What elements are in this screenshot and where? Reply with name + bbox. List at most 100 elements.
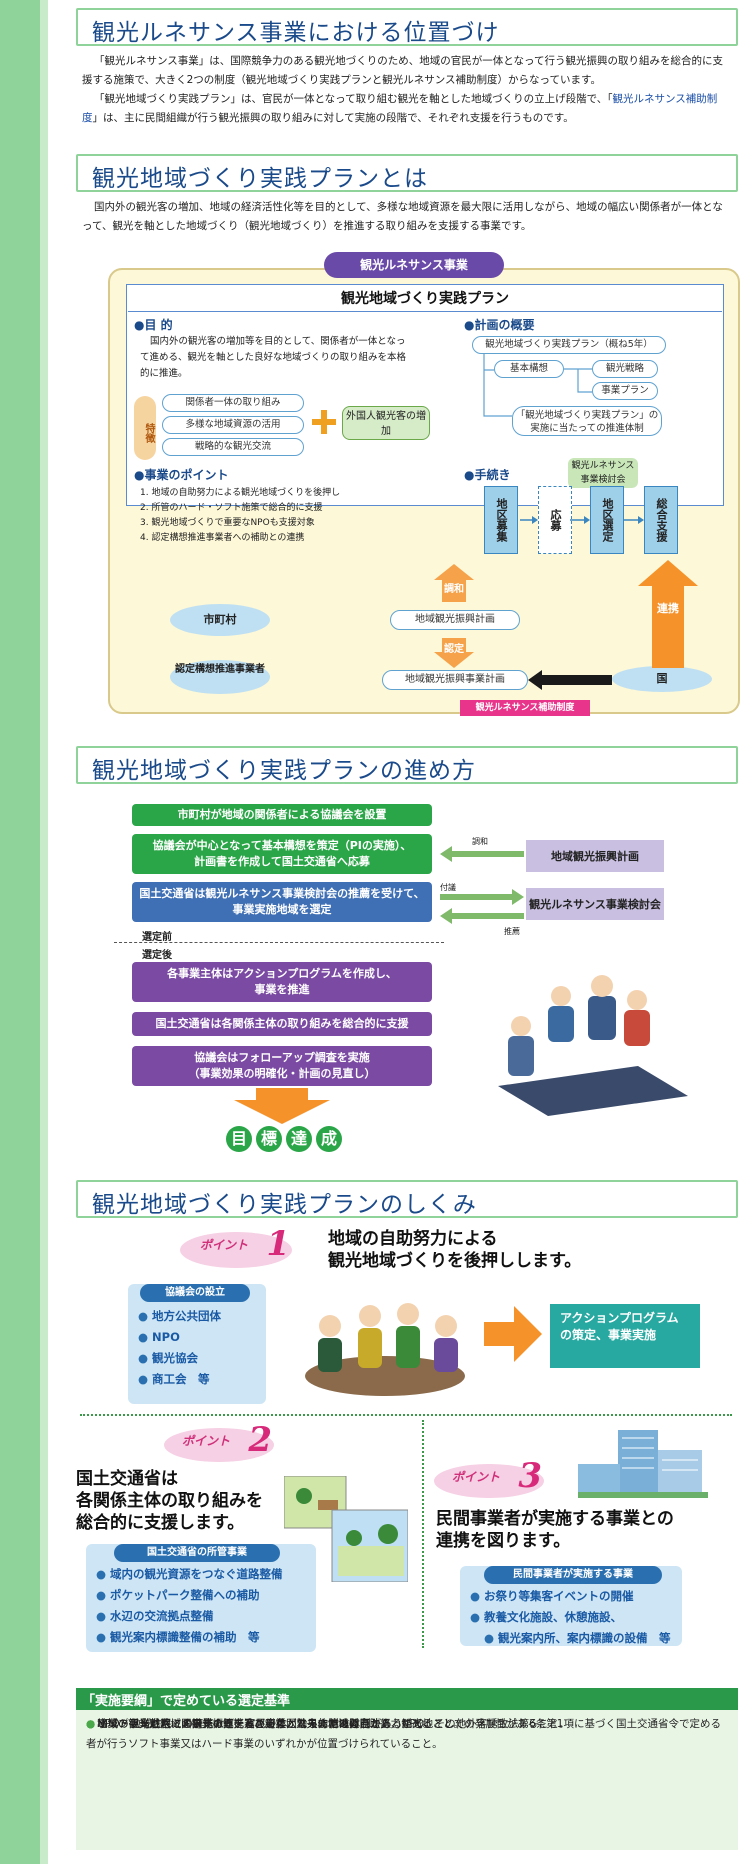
flow-step-2: 協議会が中心となって基本構想を策定（PIの実施）、計画書を作成して国土交通省へ応… <box>132 834 432 874</box>
flow-step-4: 各事業主体はアクションプログラムを作成し、事業を推進 <box>132 962 432 1002</box>
section2-paragraph: 国内外の観光客の増加、地域の経済活性化等を目的として、多様な地域資源を最大限に活… <box>82 201 723 232</box>
flow-step-1: 市町村が地域の関係者による協議会を設置 <box>132 804 432 826</box>
mlit-item: 水辺の交流拠点整備 <box>96 1606 283 1627</box>
after-selection: 選定後 <box>142 950 172 961</box>
meeting-illustration <box>498 975 688 1116</box>
outline-plan: 観光地域づくり実践プラン（概ね5年） <box>472 336 666 354</box>
private-item: 教養文化施設、休憩施設、 <box>470 1607 671 1628</box>
section-title-mechanism: 観光地域づくり実践プランのしくみ <box>76 1180 738 1218</box>
flow-step-3: 国土交通省は観光ルネサンス事業検討会の推薦を受けて、事業実施地域を選定 <box>132 882 432 922</box>
feature-3: 戦略的な観光交流 <box>162 438 304 456</box>
proc-area-select: 地区選定 <box>590 486 624 554</box>
outline-heading: ●計画の概要 <box>464 318 535 332</box>
section-title-position: 観光ルネサンス事業における位置づけ <box>76 8 738 46</box>
certify-arrow-down <box>434 638 474 668</box>
subsidy-tag: 観光ルネサンス補助制度 <box>460 700 590 716</box>
feature-1: 関係者一体の取り組み <box>162 394 304 412</box>
outline-basic: 基本構想 <box>494 360 564 378</box>
recommend-small: 推薦 <box>504 927 520 936</box>
mlit-item: 観光案内標識整備の補助 等 <box>96 1627 283 1648</box>
city-oval: 市町村 <box>170 604 270 636</box>
criteria-box <box>76 1688 738 1850</box>
refer-small: 付議 <box>440 883 456 892</box>
criteria-title: 「実施要綱」で定めている選定基準 <box>76 1688 738 1710</box>
relation-committee: 観光ルネサンス事業検討会 <box>526 888 664 920</box>
feature-2: 多様な地域資源の活用 <box>162 416 304 434</box>
dotted-separator-vertical <box>422 1420 424 1648</box>
point-item: 3. 観光地域づくりで重要なNPOも支援対象 <box>140 518 315 528</box>
point-item: 2. 所管のハード・ソフト施策で総合的に支援 <box>140 503 323 513</box>
goal-arrow-down <box>234 1088 330 1124</box>
outline-project: 事業プラン <box>592 382 658 400</box>
mlit-item: 域内の観光資源をつなぐ道路整備 <box>96 1564 283 1585</box>
section1-paragraph2: 「観光地域づくり実践プラン」は、官民が一体となって取り組む観光を軸とした地域づく… <box>82 93 718 124</box>
procedure-heading: ●手続き <box>464 468 511 482</box>
kuni-oval: 国 <box>612 666 712 692</box>
goal-achieved: 目 標 達 成 <box>226 1126 342 1152</box>
proc-arrows <box>520 516 644 524</box>
criteria-item: NPO・地域住民との連携など、官民一体となった推進体制があること。 <box>86 1714 434 1734</box>
outline-system: 「観光地域づくり実践プラン」の実施に当たっての推進体制 <box>512 406 662 436</box>
dotted-separator <box>80 1414 732 1416</box>
council-item: NPO <box>138 1327 221 1348</box>
council-item: 観光協会 <box>138 1348 221 1369</box>
certified-oval: 認定構想推進事業者 <box>170 660 270 694</box>
building-illustration <box>578 1430 708 1498</box>
proc-apply: 応募 <box>538 486 572 554</box>
section-title-what-is: 観光地域づくり実践プランとは <box>76 154 738 192</box>
goal-char: 成 <box>316 1126 342 1152</box>
outline-connectors <box>483 354 592 417</box>
points-list: 1. 地域の自助努力による観光地域づくりを後押し 2. 所管のハード・ソフト施策… <box>140 486 340 546</box>
harmony-arrow-up <box>434 564 474 602</box>
plan-title: 観光地域づくり実践プラン <box>128 286 722 312</box>
harmony-small: 調和 <box>472 837 488 846</box>
committee-box: 観光ルネサンス事業検討会 <box>568 458 638 488</box>
point1-text: 地域の自助努力による観光地域づくりを後押しします。 <box>328 1229 582 1271</box>
before-selection: 選定前 <box>142 932 172 943</box>
renaissance-label: 観光ルネサンス事業 <box>324 252 504 278</box>
proc-support: 総合支援 <box>644 486 678 554</box>
mlit-list: 域内の観光資源をつなぐ道路整備 ポケットパーク整備への補助 水辺の交流拠点整備 … <box>96 1564 283 1648</box>
flow-step-6: 協議会はフォローアップ調査を実施（事業効果の明確化・計画の見直し） <box>132 1046 432 1086</box>
renkei-arrow-up <box>638 560 698 668</box>
council-item: 地方公共団体 <box>138 1306 221 1327</box>
feature-label: 特徴 <box>134 396 156 460</box>
private-list: お祭り等集客イベントの開催 教養文化施設、休憩施設、 観光案内所、案内標識の設備… <box>470 1586 671 1649</box>
private-item: お祭り等集客イベントの開催 <box>470 1586 671 1607</box>
council-tag: 協議会の設立 <box>140 1284 250 1302</box>
private-tag: 民間事業者が実施する事業 <box>484 1566 662 1584</box>
park-illustration <box>284 1476 408 1582</box>
selection-divider <box>114 942 444 943</box>
point2-text: 国土交通省は各関係主体の取り組みを総合的に支援します。 <box>76 1469 263 1533</box>
point-item: 4. 認定構想推進事業者への補助との連携 <box>140 533 305 543</box>
business-plan-pill: 地域観光振興事業計画 <box>382 670 528 690</box>
harmony-label: 調和 <box>444 584 464 595</box>
section1-paragraph1: 「観光ルネサンス事業」は、国際競争力のある観光地づくりのため、地域の官民が一体と… <box>82 55 723 86</box>
goal-char: 目 <box>226 1126 252 1152</box>
council-list: 地方公共団体 NPO 観光協会 商工会 等 <box>138 1306 221 1390</box>
certify-label: 認定 <box>444 644 464 655</box>
relation-regional-plan: 地域観光振興計画 <box>526 840 664 872</box>
goal-char: 達 <box>286 1126 312 1152</box>
proc-area-recruit: 地区募集 <box>484 486 518 554</box>
flow-step-5: 国土交通省は各関係主体の取り組みを総合的に支援 <box>132 1012 432 1036</box>
purpose-heading: ●目 的 <box>134 318 173 332</box>
regional-plan-pill: 地域観光振興計画 <box>390 610 520 630</box>
outline-strategy: 観光戦略 <box>592 360 658 378</box>
point-item: 1. 地域の自助努力による観光地域づくりを後押し <box>140 488 341 498</box>
mlit-item: ポケットパーク整備への補助 <box>96 1585 283 1606</box>
action-program-box: アクションプログラムの策定、事業実施 <box>550 1304 700 1368</box>
private-item: 観光案内所、案内標識の設備 等 <box>470 1628 671 1649</box>
kuni-arrow-left <box>528 670 612 690</box>
mlit-tag: 国土交通省の所管事業 <box>114 1544 280 1562</box>
council-illustration <box>305 1303 465 1396</box>
goal-char: 標 <box>256 1126 282 1152</box>
relation-arrows <box>440 846 524 924</box>
subsidy-link[interactable]: 観光ルネサンス補助制度 <box>82 93 718 124</box>
plus-icon <box>312 410 336 434</box>
purpose-text: 国内外の観光客の増加等を目的として、関係者が一体となって進める、観光を軸とした良… <box>140 336 407 379</box>
point3-text: 民間事業者が実施する事業との連携を図ります。 <box>436 1509 674 1551</box>
foreign-visitors-box: 外国人観光客の増加 <box>342 406 430 440</box>
